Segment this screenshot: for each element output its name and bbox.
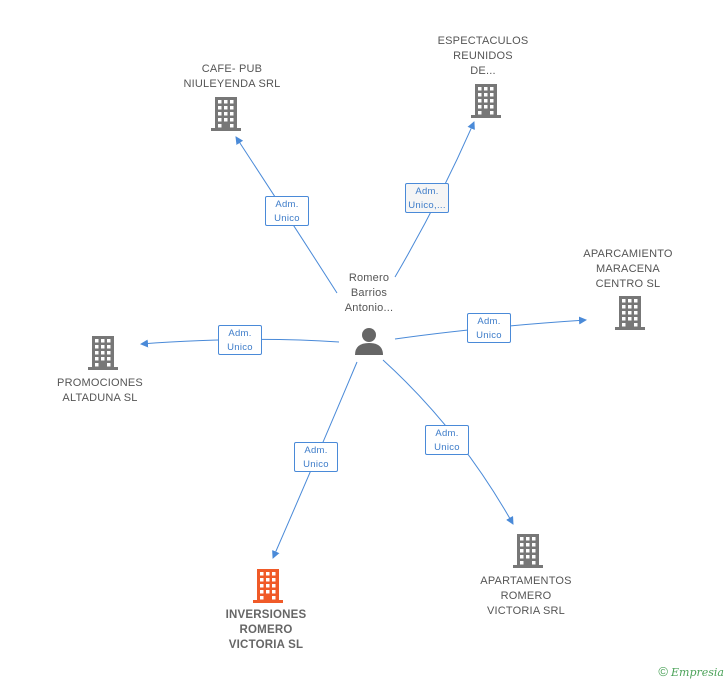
company-name-espectaculos[interactable]: ESPECTACULOS REUNIDOS DE... [428, 34, 538, 79]
edge-label-line: Adm. [275, 199, 299, 210]
company-name-line: DE... [470, 65, 496, 77]
copyright-icon: © [658, 664, 668, 679]
edge-label-line: Unico [434, 442, 460, 453]
company-name-line: ROMERO [239, 624, 293, 636]
company-name-promociones[interactable]: PROMOCIONES ALTADUNA SL [45, 376, 155, 406]
edge-label-line: Unico [274, 213, 300, 224]
edge-label-cafe[interactable]: Adm. Unico [265, 196, 309, 226]
edge-label-line: Unico,... [408, 200, 446, 211]
company-name-line: ESPECTACULOS [437, 35, 529, 47]
company-name-line: APARTAMENTOS [480, 575, 572, 587]
company-name-apartamentos[interactable]: APARTAMENTOS ROMERO VICTORIA SRL [471, 574, 581, 619]
company-name-line: CAFE- PUB [201, 63, 263, 75]
building-icon[interactable] [88, 336, 118, 370]
building-icon[interactable] [253, 569, 283, 603]
edge-label-promociones[interactable]: Adm. Unico [218, 325, 262, 355]
company-name-line: PROMOCIONES [57, 377, 143, 389]
building-icon[interactable] [513, 534, 543, 568]
edge-label-aparcamiento[interactable]: Adm. Unico [467, 313, 511, 343]
edge-label-line: Adm. [435, 428, 459, 439]
company-name-aparcamiento[interactable]: APARCAMIENTO MARACENA CENTRO SL [573, 247, 683, 292]
company-name-cafe[interactable]: CAFE- PUB NIULEYENDA SRL [177, 62, 287, 92]
person-icon[interactable] [355, 328, 383, 355]
company-name-line: REUNIDOS [453, 50, 513, 62]
building-icon[interactable] [211, 97, 241, 131]
edge-label-line: Adm. [415, 186, 439, 197]
person-name-line: Romero [348, 272, 390, 284]
company-name-line: VICTORIA SL [228, 639, 304, 651]
building-icon[interactable] [615, 296, 645, 330]
edge-label-inversiones[interactable]: Adm. Unico [294, 442, 338, 472]
company-name-line: APARCAMIENTO [583, 248, 673, 260]
company-name-line: CENTRO SL [595, 278, 661, 290]
company-name-inversiones[interactable]: INVERSIONES ROMERO VICTORIA SL [211, 608, 321, 653]
edge-label-line: Adm. [228, 328, 252, 339]
edge-label-line: Adm. [304, 445, 328, 456]
footer-brand: © Empresia [658, 664, 724, 679]
company-name-line: INVERSIONES [225, 609, 307, 621]
edge-label-espectaculos[interactable]: Adm. Unico,... [405, 183, 449, 213]
edge-label-line: Unico [227, 342, 253, 353]
edge-label-line: Adm. [477, 316, 501, 327]
company-name-line: ALTADUNA SL [62, 392, 138, 404]
edge-label-line: Unico [303, 459, 329, 470]
company-name-line: ROMERO [500, 590, 552, 602]
building-icon[interactable] [471, 84, 501, 118]
person-name-line: Barrios [350, 287, 388, 299]
company-name-line: VICTORIA SRL [487, 605, 565, 617]
edge-label-apartamentos[interactable]: Adm. Unico [425, 425, 469, 455]
edge-label-line: Unico [476, 330, 502, 341]
company-name-line: MARACENA [596, 263, 660, 275]
company-name-line: NIULEYENDA SRL [183, 78, 281, 90]
person-name-line: Antonio... [344, 302, 394, 314]
brand-name: Empresia [671, 666, 724, 679]
